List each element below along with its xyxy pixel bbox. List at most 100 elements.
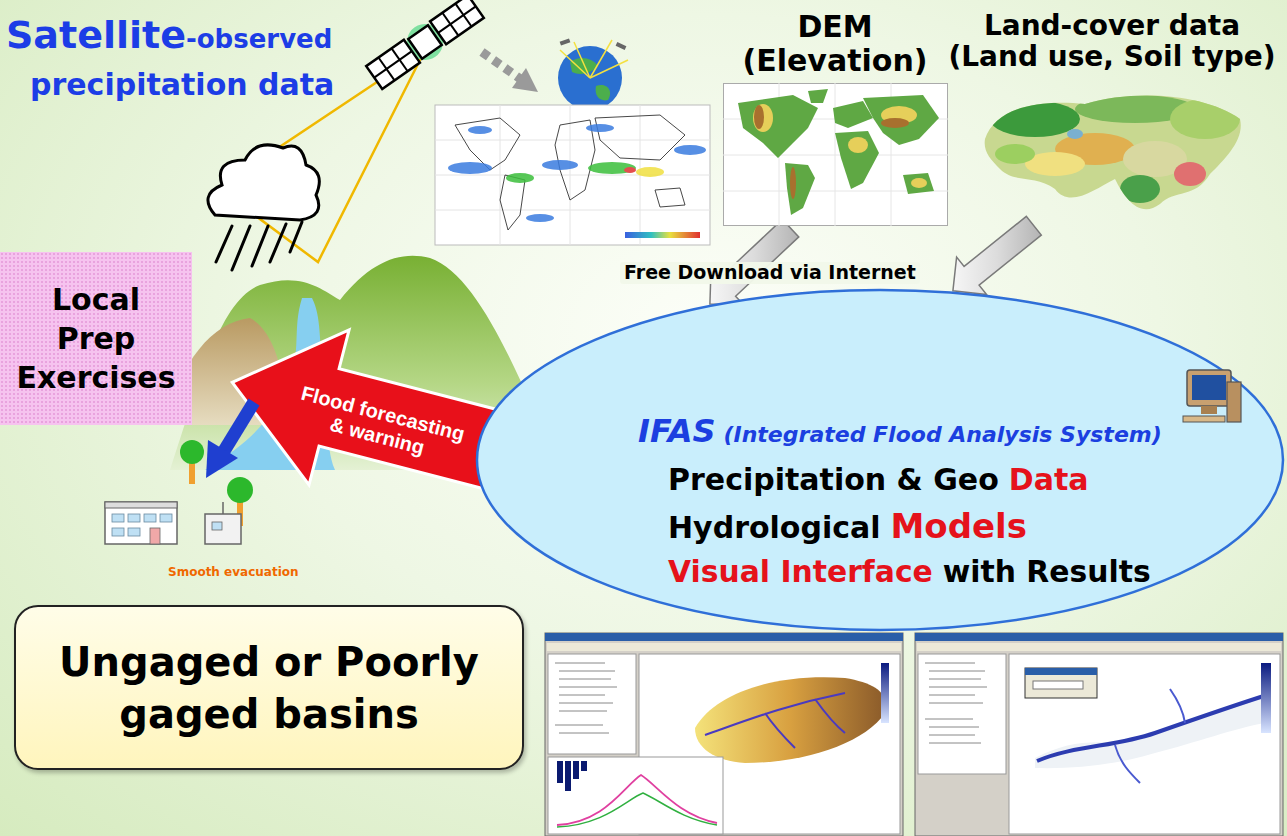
satellite-icon bbox=[364, 0, 486, 92]
software-screenshot-part bbox=[1025, 668, 1097, 675]
software-screenshot-part bbox=[1035, 693, 1265, 768]
globe-icon-part bbox=[560, 40, 628, 78]
software-screenshot-part bbox=[881, 663, 889, 723]
feature-text: Precipitation & Geo bbox=[668, 462, 999, 497]
dem-map-part-part bbox=[881, 118, 909, 128]
software-screenshot-part-part bbox=[559, 679, 611, 680]
download-label: Free Download via Internet bbox=[620, 262, 920, 284]
dem-map-part bbox=[738, 89, 939, 215]
precipitation-map-part-part bbox=[674, 145, 706, 155]
software-screenshot-part bbox=[557, 761, 587, 791]
dem-map-part-part bbox=[903, 173, 934, 194]
software-screenshot-part-part bbox=[925, 663, 975, 664]
buildings-part bbox=[105, 502, 177, 508]
precipitation-map-part bbox=[435, 105, 710, 245]
software-screenshot-part bbox=[548, 654, 636, 754]
rain-cloud-part-part bbox=[270, 224, 286, 262]
globe-icon-part bbox=[558, 46, 622, 110]
software-screenshot-part bbox=[1115, 689, 1185, 783]
ifas-line: Precipitation & Geo Data bbox=[668, 462, 1089, 497]
globe-icon-part bbox=[596, 85, 610, 100]
buildings-part-part bbox=[128, 528, 140, 536]
software-screenshot-part-part bbox=[929, 679, 981, 680]
globe-icon-part bbox=[616, 42, 627, 50]
evacuation-arrow-part bbox=[224, 402, 254, 451]
dem-map-part bbox=[723, 84, 947, 226]
software-screenshot-part-part bbox=[929, 727, 979, 728]
software-screenshot-part bbox=[1261, 663, 1271, 733]
software-screenshot bbox=[915, 633, 1283, 836]
satellite-icon-part bbox=[408, 25, 441, 58]
software-screenshot-part bbox=[557, 793, 717, 827]
basin-box: Ungaged or Poorly gaged basins bbox=[14, 605, 524, 770]
source-title: precipitation data bbox=[30, 68, 334, 103]
software-screenshot-part bbox=[555, 663, 617, 733]
buildings-part bbox=[150, 528, 160, 544]
feature-text: Hydrological bbox=[668, 510, 881, 545]
computer-icon-part bbox=[1183, 416, 1225, 422]
software-screenshot-part bbox=[1009, 654, 1280, 834]
software-screenshot-part-part bbox=[559, 695, 605, 696]
dem-map-part-part bbox=[790, 167, 796, 199]
prep-text: Local Prep Exercises bbox=[11, 280, 181, 397]
dem-map-part bbox=[753, 104, 927, 188]
ifas-line: IFAS(Integrated Flood Analysis System) bbox=[638, 412, 1162, 450]
globe-icon-part-part bbox=[560, 50, 590, 78]
source-title: -observed bbox=[186, 24, 332, 54]
dem-map-part bbox=[754, 105, 909, 199]
precipitation-map-part-part bbox=[624, 167, 636, 173]
globe-icon-part bbox=[560, 38, 571, 45]
dem-map-part-part bbox=[738, 95, 818, 158]
software-screenshot-part bbox=[547, 643, 901, 651]
software-screenshot-part-part bbox=[929, 687, 987, 688]
software-screenshot-part-part bbox=[557, 761, 563, 783]
dem-node: DEM(Elevation) bbox=[718, 10, 952, 226]
computer-icon-part bbox=[1187, 370, 1231, 406]
globe-icon-part-part bbox=[574, 42, 590, 78]
computer-icon-part bbox=[1227, 382, 1241, 422]
software-screenshot-part-part bbox=[565, 761, 571, 791]
rain-cloud-part bbox=[216, 222, 302, 270]
ifas-line: Visual Interfacewith Results bbox=[668, 554, 1151, 589]
software-screenshot-part-part bbox=[573, 761, 579, 779]
feature-keyword: Data bbox=[1009, 462, 1089, 497]
dem-map-part-part bbox=[835, 131, 879, 189]
trees-part bbox=[227, 477, 253, 503]
software-screenshot-part-part bbox=[559, 671, 615, 672]
forecast-label: Flood forecasting & warning bbox=[287, 380, 473, 470]
globe-icon bbox=[558, 38, 628, 110]
software-screenshot-part bbox=[545, 633, 903, 836]
map-heading: Land-cover data bbox=[984, 10, 1240, 41]
globe-icon-part-part bbox=[590, 60, 628, 78]
precipitation-map-part-part bbox=[506, 173, 534, 183]
software-screenshot-part bbox=[925, 663, 987, 743]
rain-cloud-part-part bbox=[290, 222, 302, 252]
trees bbox=[180, 440, 253, 526]
trees-part bbox=[180, 440, 204, 464]
precipitation-map-part-part bbox=[435, 140, 710, 141]
precipitation-map-part-part bbox=[435, 175, 710, 176]
software-screenshot-part bbox=[557, 775, 717, 825]
software-screenshot-part-part bbox=[929, 743, 981, 744]
satellite-icon-part bbox=[366, 40, 420, 89]
software-screenshot-part-part bbox=[555, 725, 603, 726]
download-arrow bbox=[953, 216, 1041, 294]
buildings-part bbox=[205, 514, 241, 544]
buildings-part-part bbox=[144, 514, 156, 522]
data-arrow-part bbox=[512, 68, 538, 92]
dem-map-part-part bbox=[911, 178, 927, 188]
ifas-ellipse-shape-part bbox=[477, 290, 1283, 630]
dem-map-part-part bbox=[863, 95, 939, 145]
software-screenshot-part-part bbox=[929, 695, 975, 696]
software-screenshot-part-part bbox=[929, 735, 975, 736]
rain-cloud-part bbox=[208, 145, 319, 220]
satellite-icon-part bbox=[374, 51, 412, 77]
software-screenshot-part-part bbox=[559, 733, 609, 734]
precipitation-map-part-part bbox=[526, 214, 554, 222]
system-name: IFAS bbox=[638, 412, 715, 450]
dem-map-part-part bbox=[834, 83, 835, 226]
satellite-icon-part bbox=[430, 0, 484, 44]
software-screenshot-part bbox=[1037, 695, 1267, 761]
basin-text: Ungaged or Poorly gaged basins bbox=[34, 636, 504, 740]
precipitation-map-part-part bbox=[555, 120, 595, 200]
